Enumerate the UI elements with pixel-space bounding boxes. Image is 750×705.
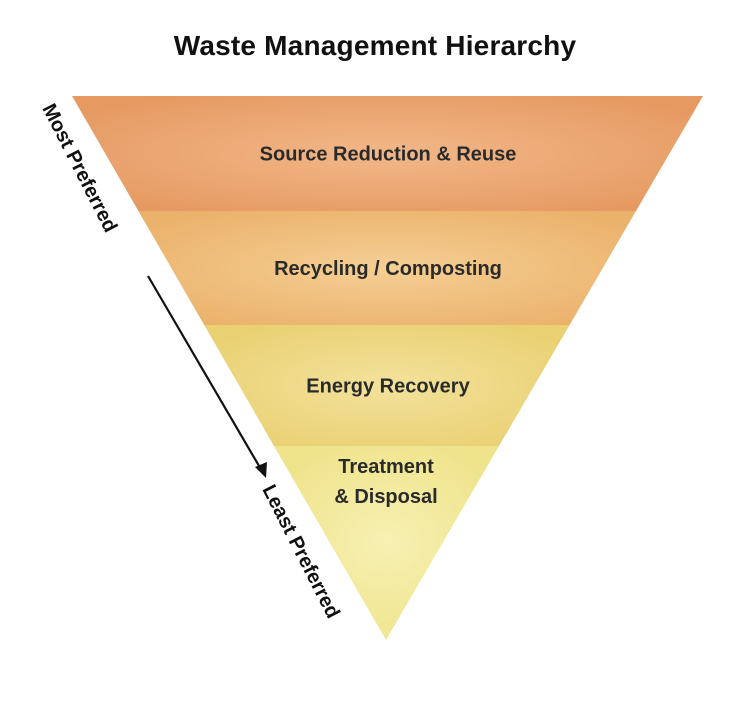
tier-3-label-line: Energy Recovery xyxy=(306,376,470,398)
tier-2-label: Recycling / Composting xyxy=(274,258,502,280)
preference-arrow xyxy=(147,275,263,472)
tier-4-band xyxy=(274,446,499,640)
tier-1-label-line: Source Reduction & Reuse xyxy=(260,144,517,166)
tier-2-band xyxy=(138,211,636,325)
diagram-title: Waste Management Hierarchy xyxy=(173,30,577,61)
tier-1-label: Source Reduction & Reuse xyxy=(260,144,517,166)
tier-2-label-line: Recycling / Composting xyxy=(274,258,502,280)
tier-3-band xyxy=(204,325,570,446)
tier-3-label: Energy Recovery xyxy=(306,376,470,398)
tier-1-band xyxy=(72,96,703,211)
tier-4-label-line: & Disposal xyxy=(334,486,437,508)
preference-arrow-head xyxy=(255,462,267,478)
tier-4-label: Treatment & Disposal xyxy=(334,456,437,508)
tier-4-label-line: Treatment xyxy=(338,456,434,478)
